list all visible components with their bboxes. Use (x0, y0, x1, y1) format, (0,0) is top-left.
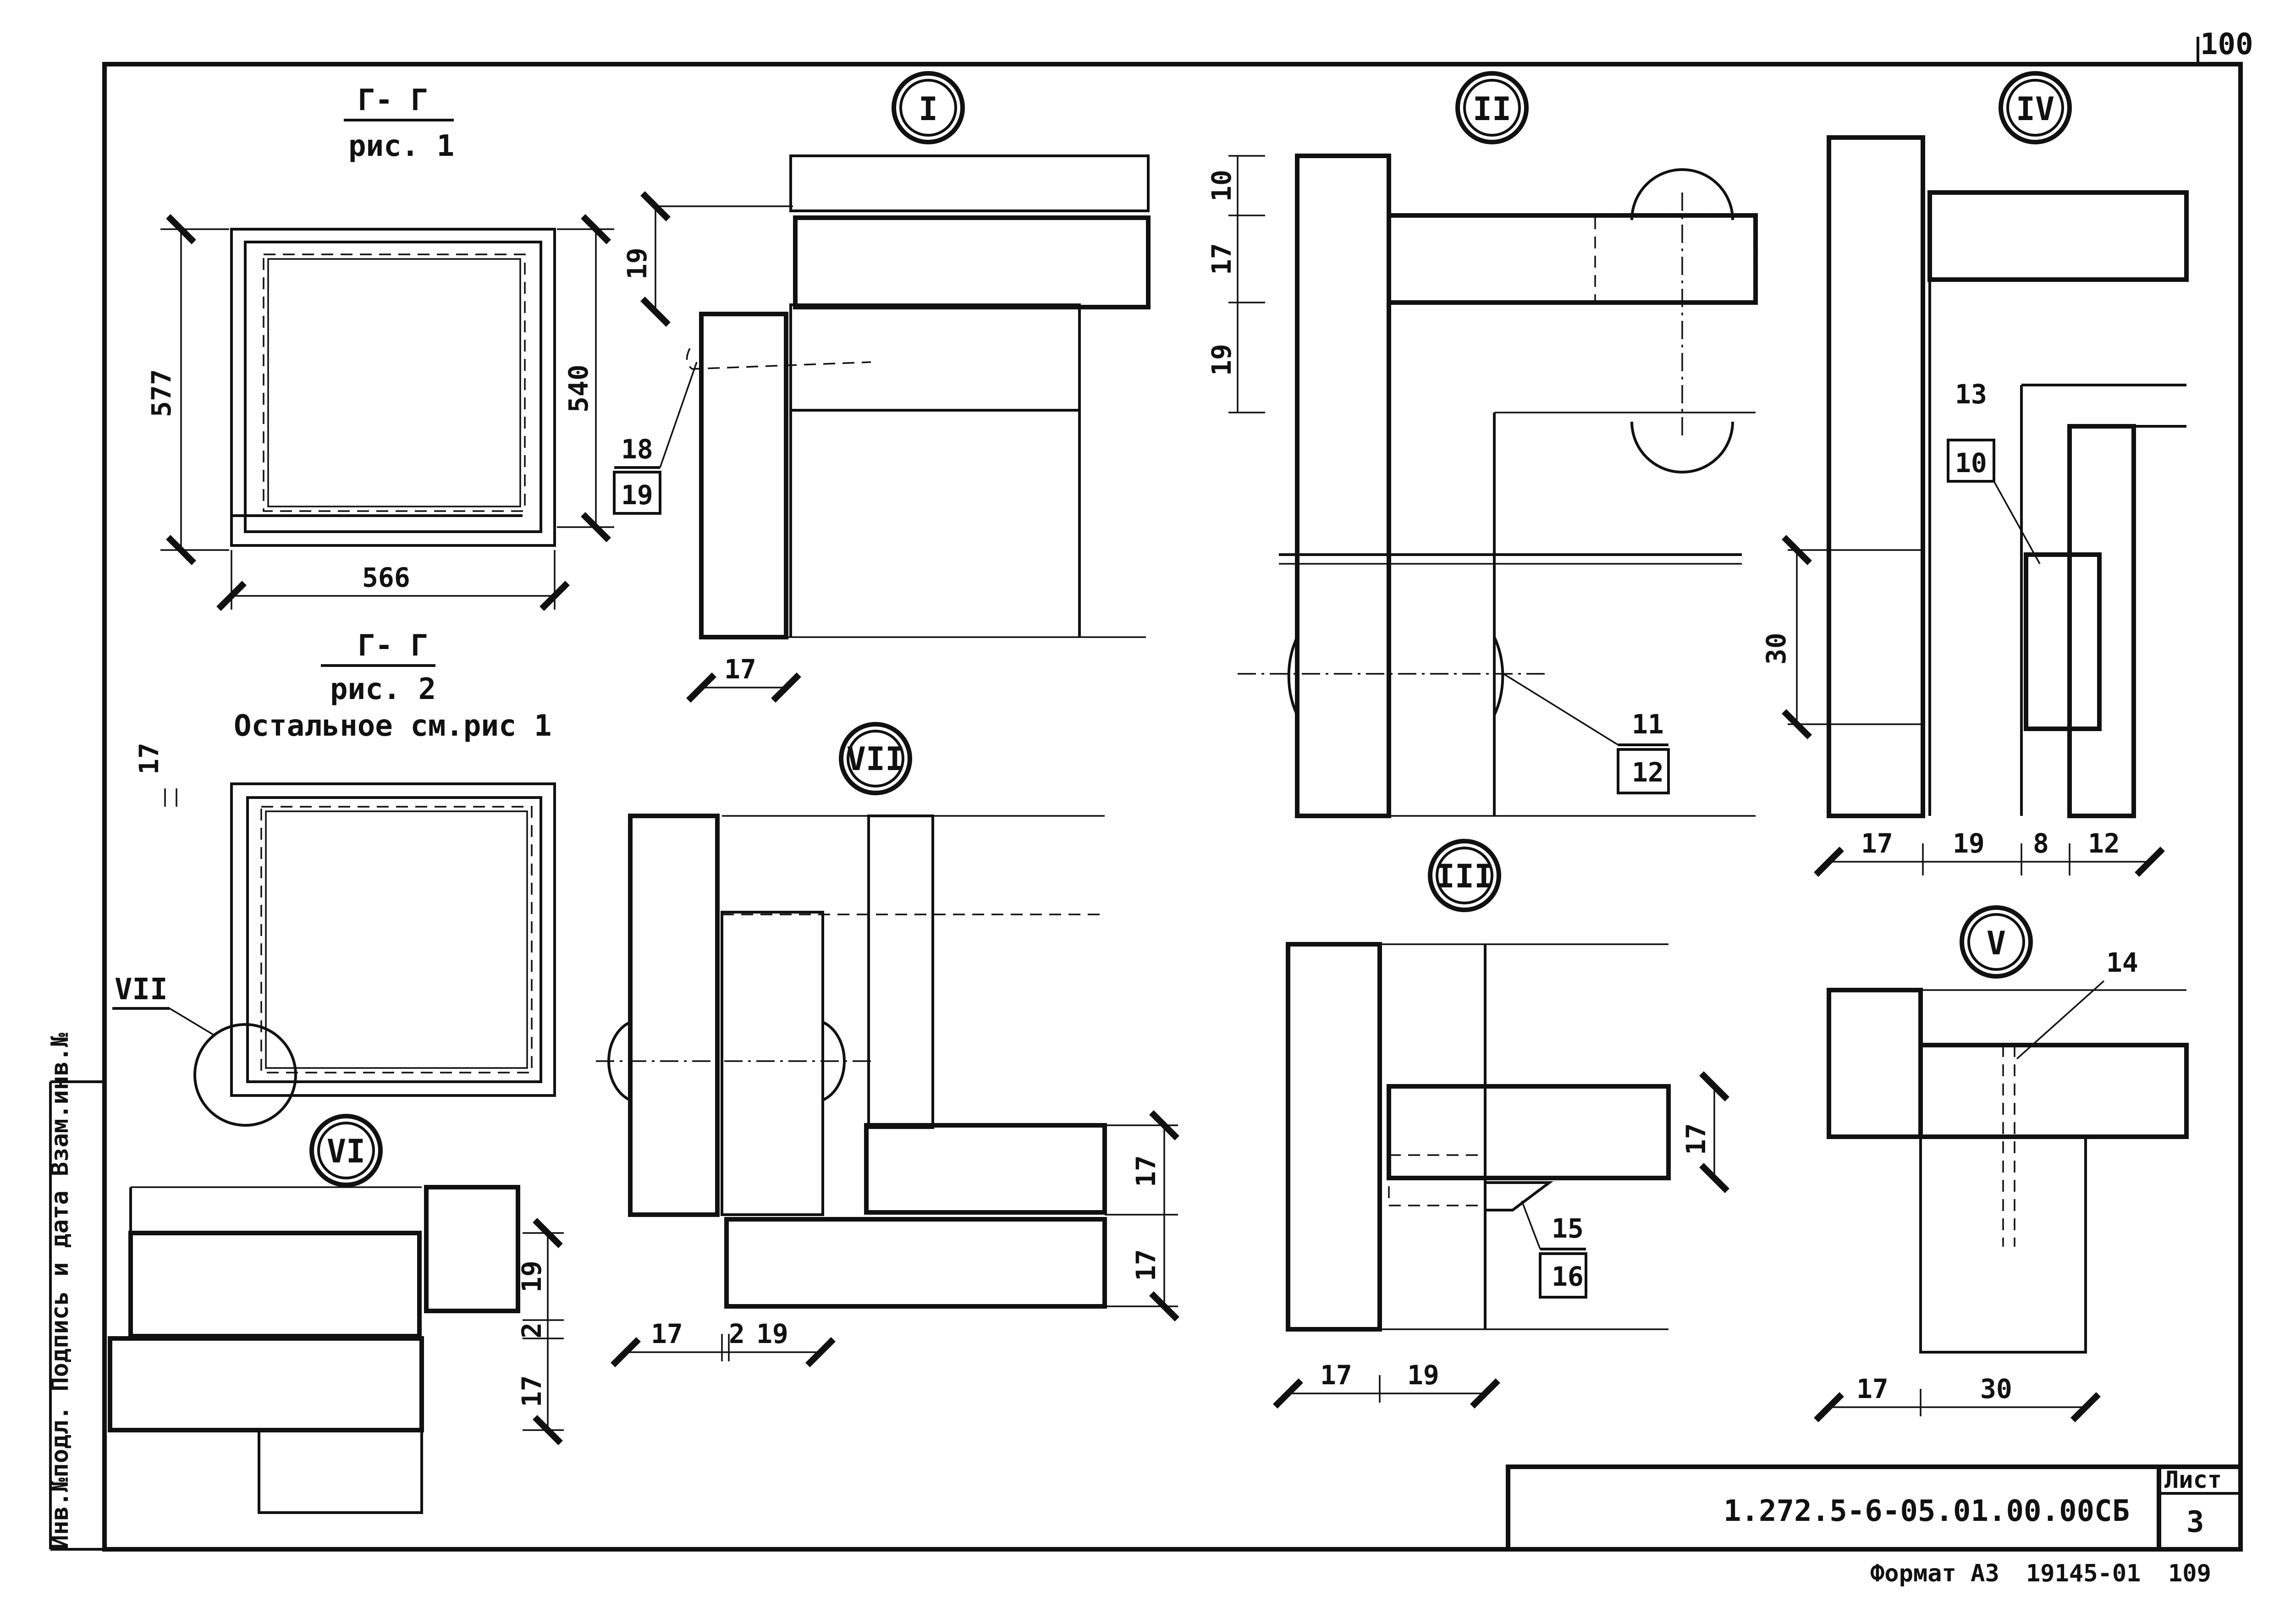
detail-1-dim-b: 17 (724, 654, 756, 685)
detail-7: VII 17 17 17 2 19 (596, 722, 1179, 1367)
sheet-frame (49, 37, 2243, 1552)
side-margin-text: Инв.№подл. Подпись и дата Взам.инв.№ (46, 1032, 74, 1549)
detail-6: VI 19 2 17 (108, 1114, 564, 1514)
detail-3-leader-top: 15 (1552, 1213, 1584, 1244)
detail-4-dim-e: 12 (2088, 828, 2120, 859)
detail-4-leader-bottom: 10 (1955, 447, 1987, 479)
detail-6-dim-a: 19 (516, 1261, 547, 1293)
detail-2-dim-a: 10 (1206, 170, 1237, 202)
detail-5-label: V (1987, 925, 2006, 962)
format-label: Формат А3 (1870, 1560, 1999, 1587)
title-block (1506, 1464, 2243, 1552)
detail-1-dim-a: 19 (622, 248, 653, 280)
detail-2-label: II (1473, 90, 1511, 128)
detail-2-leader-bottom: 12 (1632, 757, 1664, 788)
fig1-dim-inner: 540 (563, 364, 594, 413)
detail-5-dim-b: 30 (1980, 1373, 2012, 1404)
detail-6-dim-b: 2 (516, 1322, 547, 1338)
detail-2: II 10 17 19 11 12 (1206, 71, 1758, 818)
detail-7-label: VII (847, 740, 904, 778)
detail-5: V 14 17 30 (1814, 905, 2189, 1422)
detail-4-dim-b: 17 (1861, 828, 1893, 859)
detail-7-dim-e: 19 (756, 1318, 788, 1349)
detail-5-dim-a: 17 (1856, 1373, 1889, 1404)
sheet-label: Лист (2164, 1466, 2222, 1494)
detail-1: I 19 17 18 19 (613, 71, 1151, 703)
detail-1-leader-top: 18 (621, 434, 653, 465)
fig2-note: Остальное см.рис 1 (234, 709, 552, 743)
page-number: 109 (2168, 1560, 2211, 1587)
detail-7-dim-a: 17 (1130, 1155, 1162, 1187)
fig1-dim-height: 577 (146, 369, 177, 417)
detail-5-leader: 14 (2106, 947, 2138, 978)
detail-4-dim-a: 30 (1761, 633, 1792, 665)
sheet-number: 3 (2186, 1505, 2204, 1539)
corner-number: 100 (2200, 28, 2253, 61)
detail-7-dim-c: 17 (651, 1318, 683, 1349)
fig1-section-title: Г- Г (358, 83, 428, 117)
detail-4-label: IV (2016, 90, 2054, 128)
fig1-caption: рис. 1 (348, 129, 454, 163)
archive-code: 19145-01 (2026, 1560, 2141, 1587)
detail-6-label: VI (327, 1133, 365, 1170)
detail-2-dim-b: 17 (1206, 243, 1237, 275)
detail-4-dim-d: 8 (2033, 828, 2049, 859)
detail-1-leader-bottom: 19 (621, 479, 653, 511)
detail-4: IV 30 17 19 8 12 13 10 (1761, 71, 2189, 877)
fig2-section-title: Г- Г (358, 629, 428, 663)
detail-3-leader-bottom: 16 (1552, 1261, 1584, 1292)
detail-2-dim-c: 19 (1206, 344, 1237, 376)
detail-3-dim-b: 17 (1320, 1360, 1352, 1391)
detail-3-dim-a: 17 (1680, 1123, 1712, 1155)
fig1-dim-width: 566 (362, 562, 410, 593)
detail-4-dim-c: 19 (1953, 828, 1985, 859)
figure-1: Г- Г рис. 1 577 540 566 (146, 83, 614, 611)
figure-2: Г- Г рис. 2 Остальное см.рис 1 17 VII (112, 629, 556, 1127)
fig2-callout: VII (115, 973, 168, 1007)
detail-6-dim-c: 17 (516, 1375, 547, 1407)
fig2-caption: рис. 2 (330, 672, 436, 706)
fig2-dim-side: 17 (133, 743, 165, 775)
detail-3-label: III (1436, 858, 1493, 895)
detail-7-dim-d: 2 (729, 1318, 745, 1349)
detail-3-dim-c: 19 (1407, 1360, 1439, 1391)
detail-1-label: I (919, 90, 938, 128)
detail-4-leader-top: 13 (1955, 379, 1987, 410)
detail-3: III 17 17 19 15 16 (1273, 839, 1729, 1409)
detail-2-leader-top: 11 (1632, 709, 1664, 740)
detail-7-dim-b: 17 (1130, 1249, 1162, 1281)
document-code: 1.272.5-6-05.01.00.00СБ (1723, 1494, 2130, 1528)
